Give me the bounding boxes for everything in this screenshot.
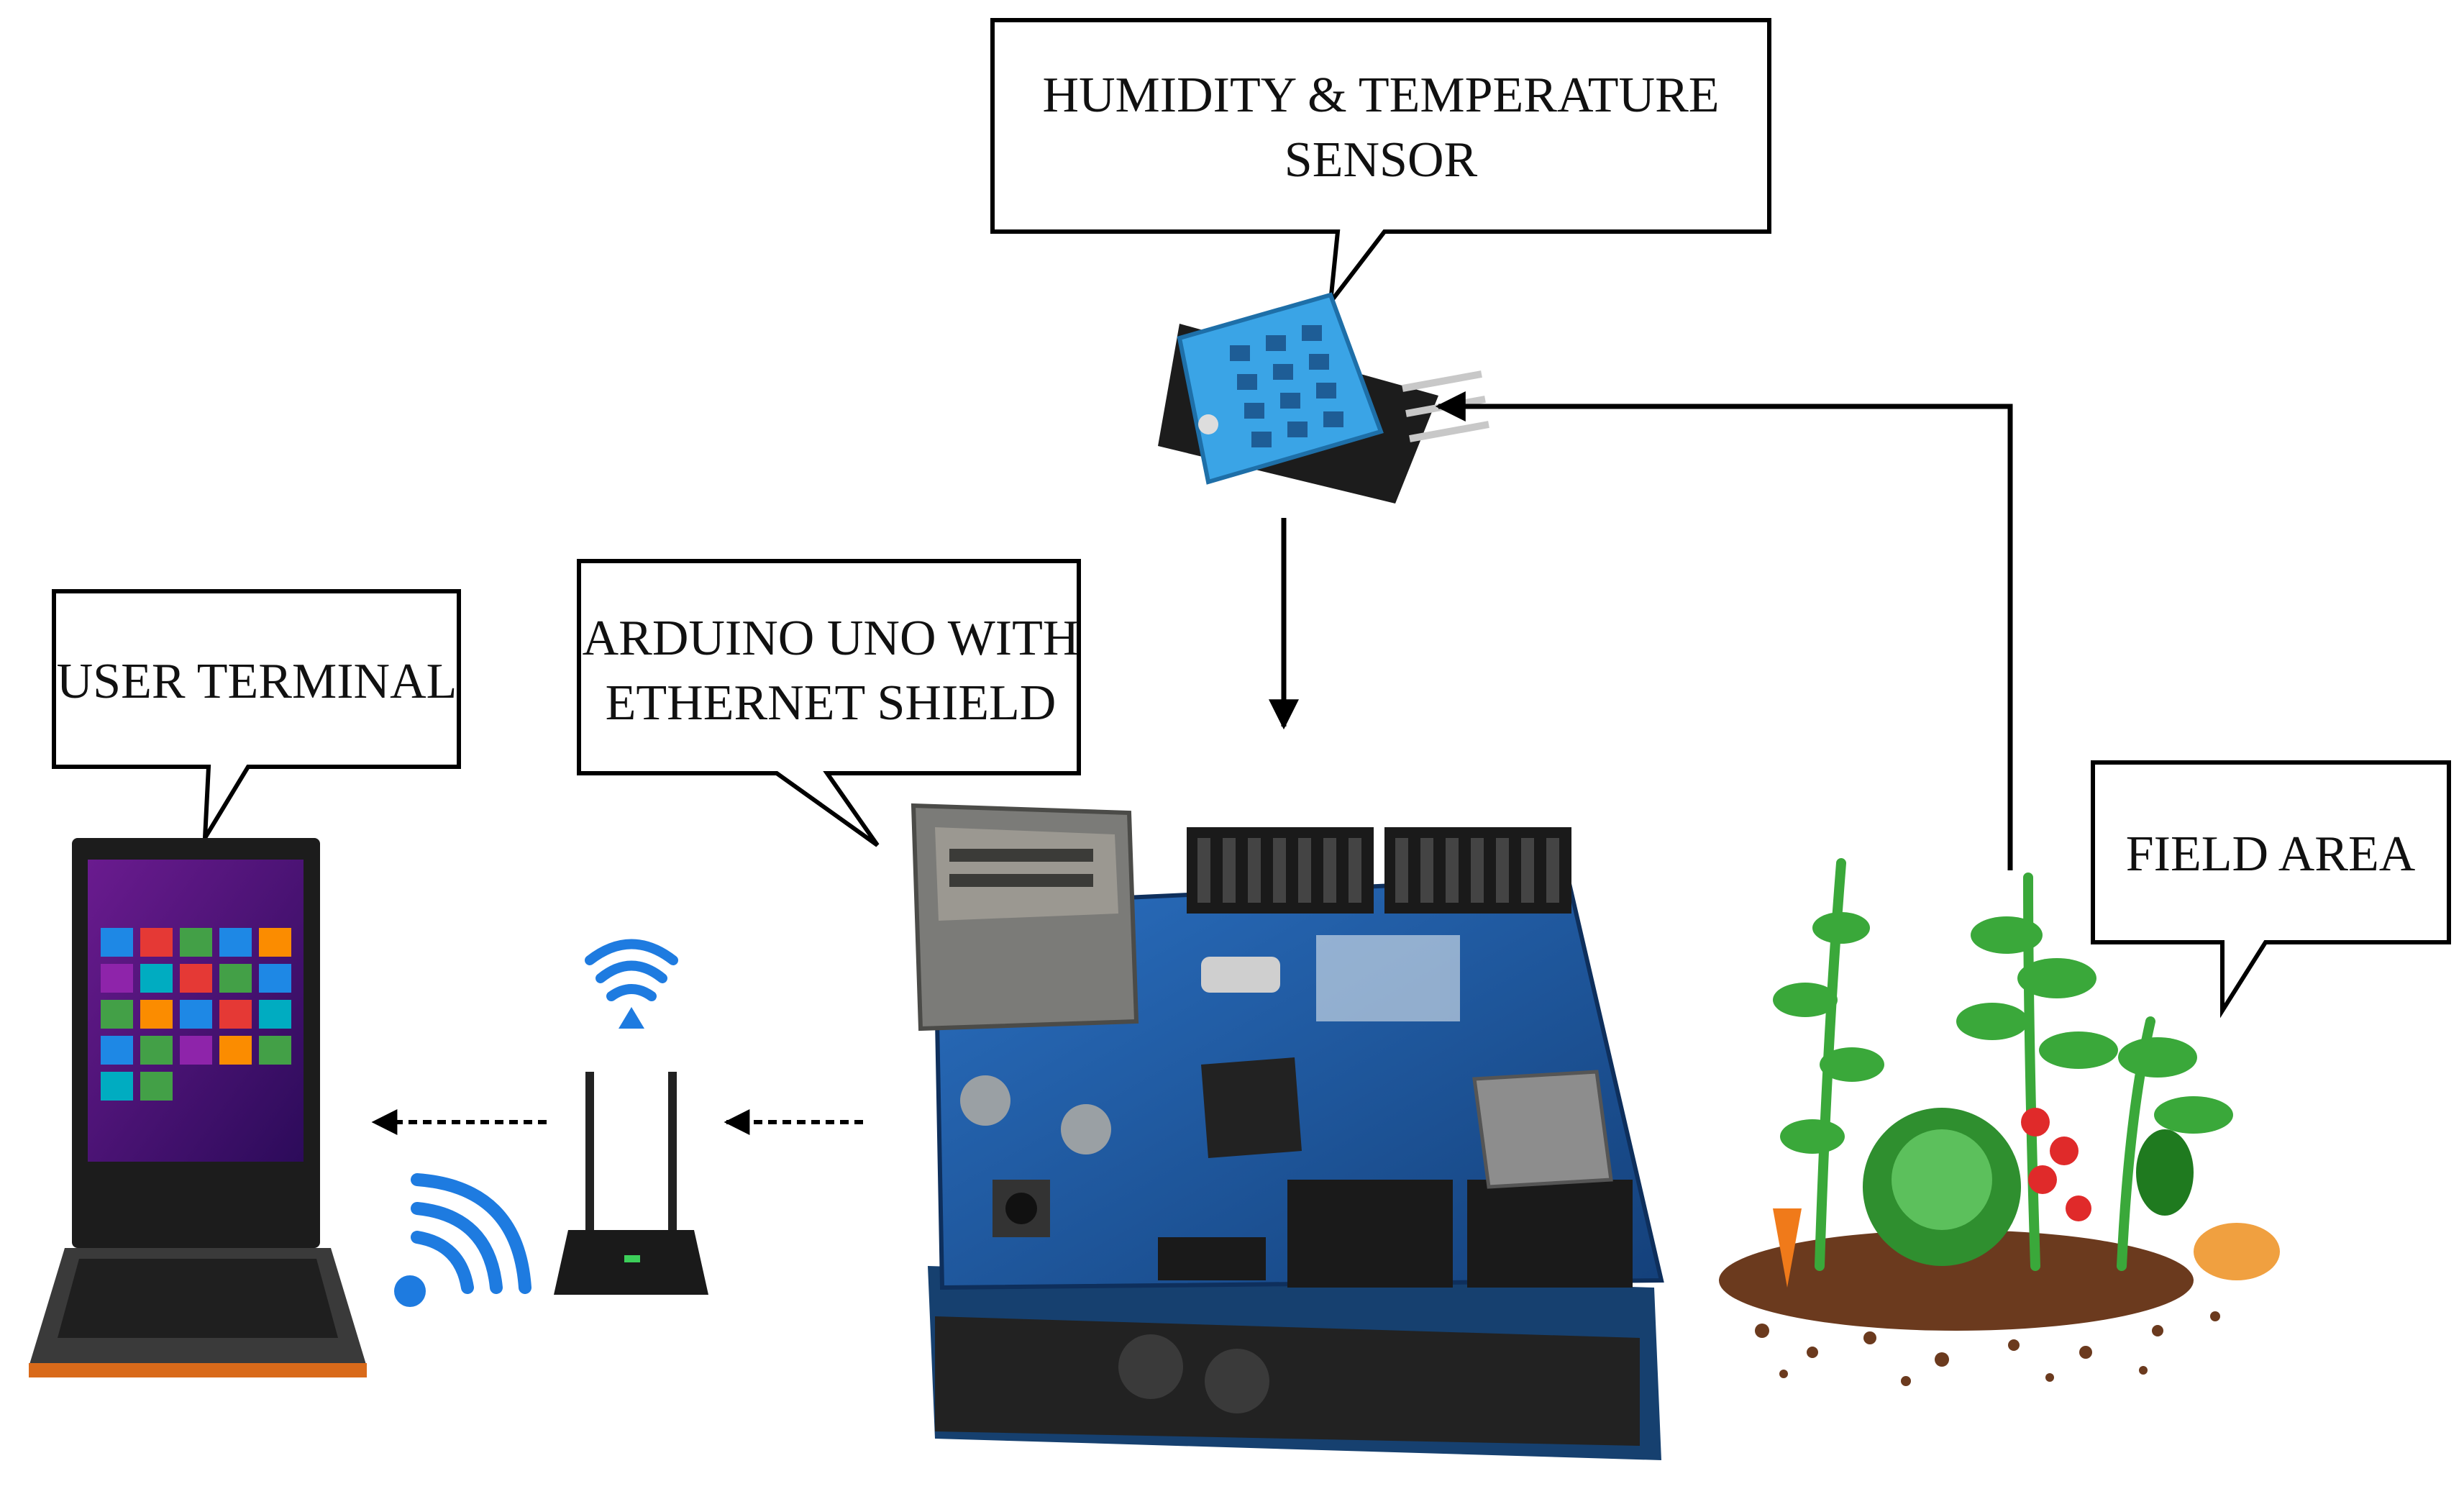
sensor-callout: HUMIDITY & TEMPERATURE SENSOR (990, 18, 1771, 310)
wifi-signal-icon (411, 1173, 531, 1294)
wifi-signal-icon (585, 939, 678, 1001)
arduino-callout: ARDUINO UNO WITH ETHERNET SHIELD (577, 559, 1081, 847)
arduino-label-line2: ETHERNET SHIELD (606, 675, 1057, 731)
field-to-sensor-arrow (1435, 391, 2013, 870)
laptop-icon (29, 838, 367, 1377)
sensor-label-line2: SENSOR (1285, 132, 1478, 188)
user-terminal-label: USER TERMINAL (57, 654, 457, 709)
vegetable-field-icon (1719, 858, 2280, 1386)
arduino-ethernet-board-icon (911, 803, 1664, 1460)
user-terminal-callout: USER TERMINAL (52, 589, 461, 839)
sensor-label-line1: HUMIDITY & TEMPERATURE (1042, 68, 1719, 123)
arduino-label-line1: ARDUINO UNO WITH (583, 611, 1080, 666)
field-area-label: FIELD AREA (2126, 826, 2416, 882)
field-area-callout: FIELD AREA (2091, 760, 2451, 1019)
dht-sensor-icon (1158, 292, 1489, 504)
wifi-router-icon (554, 939, 708, 1295)
